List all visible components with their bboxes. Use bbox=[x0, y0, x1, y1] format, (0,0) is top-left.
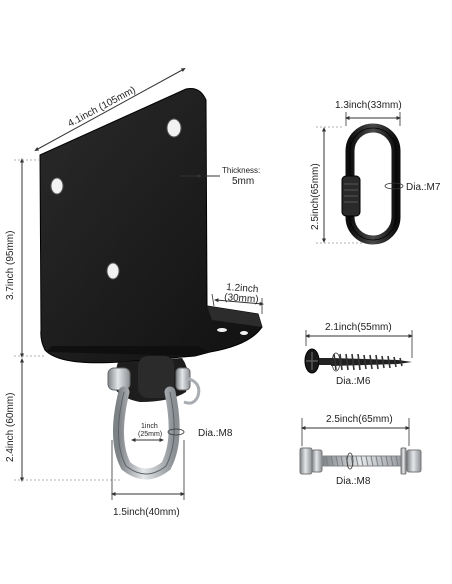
bolt-washer bbox=[400, 447, 407, 475]
screw-dia-label: Dia.:M6 bbox=[336, 376, 371, 387]
pin-label-line2: (25mm) bbox=[138, 431, 162, 438]
thickness-value: 5mm bbox=[232, 176, 254, 187]
bolt-length-label: 2.5inch(65mm) bbox=[326, 414, 393, 425]
quick-link-width-label: 1.3inch(33mm) bbox=[335, 100, 402, 111]
flange-label-line2: (30mm) bbox=[224, 292, 259, 305]
mount-hole-left bbox=[50, 177, 64, 195]
bolt-dia-label: Dia.:M8 bbox=[336, 476, 371, 487]
hex-bolt bbox=[299, 447, 422, 475]
shackle-width-label: 1.5inch(40mm) bbox=[113, 507, 180, 518]
quick-link-dia-label: Dia.:M7 bbox=[406, 182, 441, 193]
lag-screw bbox=[304, 348, 412, 374]
thickness-title: Thickness: bbox=[222, 166, 260, 175]
bracket-height-label: 3.7inch (95mm) bbox=[5, 231, 16, 300]
quick-link bbox=[341, 123, 401, 245]
shackle-pin bbox=[107, 367, 131, 391]
bolt-nut bbox=[406, 449, 422, 473]
bracket-width-dimension-line bbox=[34, 68, 186, 151]
pin-dia-label: Dia.:M8 bbox=[198, 428, 233, 439]
shackle-height-label: 2.4inch (60mm) bbox=[5, 393, 16, 462]
mount-hole-center bbox=[106, 262, 120, 280]
pin-label-line1: 1inch bbox=[141, 423, 158, 430]
quick-link-height-label: 2.5inch(65mm) bbox=[310, 163, 321, 230]
screw-length-label: 2.1inch(55mm) bbox=[325, 322, 392, 333]
flange-label-line1: 1.2inch bbox=[226, 282, 259, 295]
flange-dimension-line bbox=[214, 298, 264, 306]
mount-hole-top-right bbox=[166, 118, 182, 138]
bracket-flange bbox=[207, 306, 262, 327]
